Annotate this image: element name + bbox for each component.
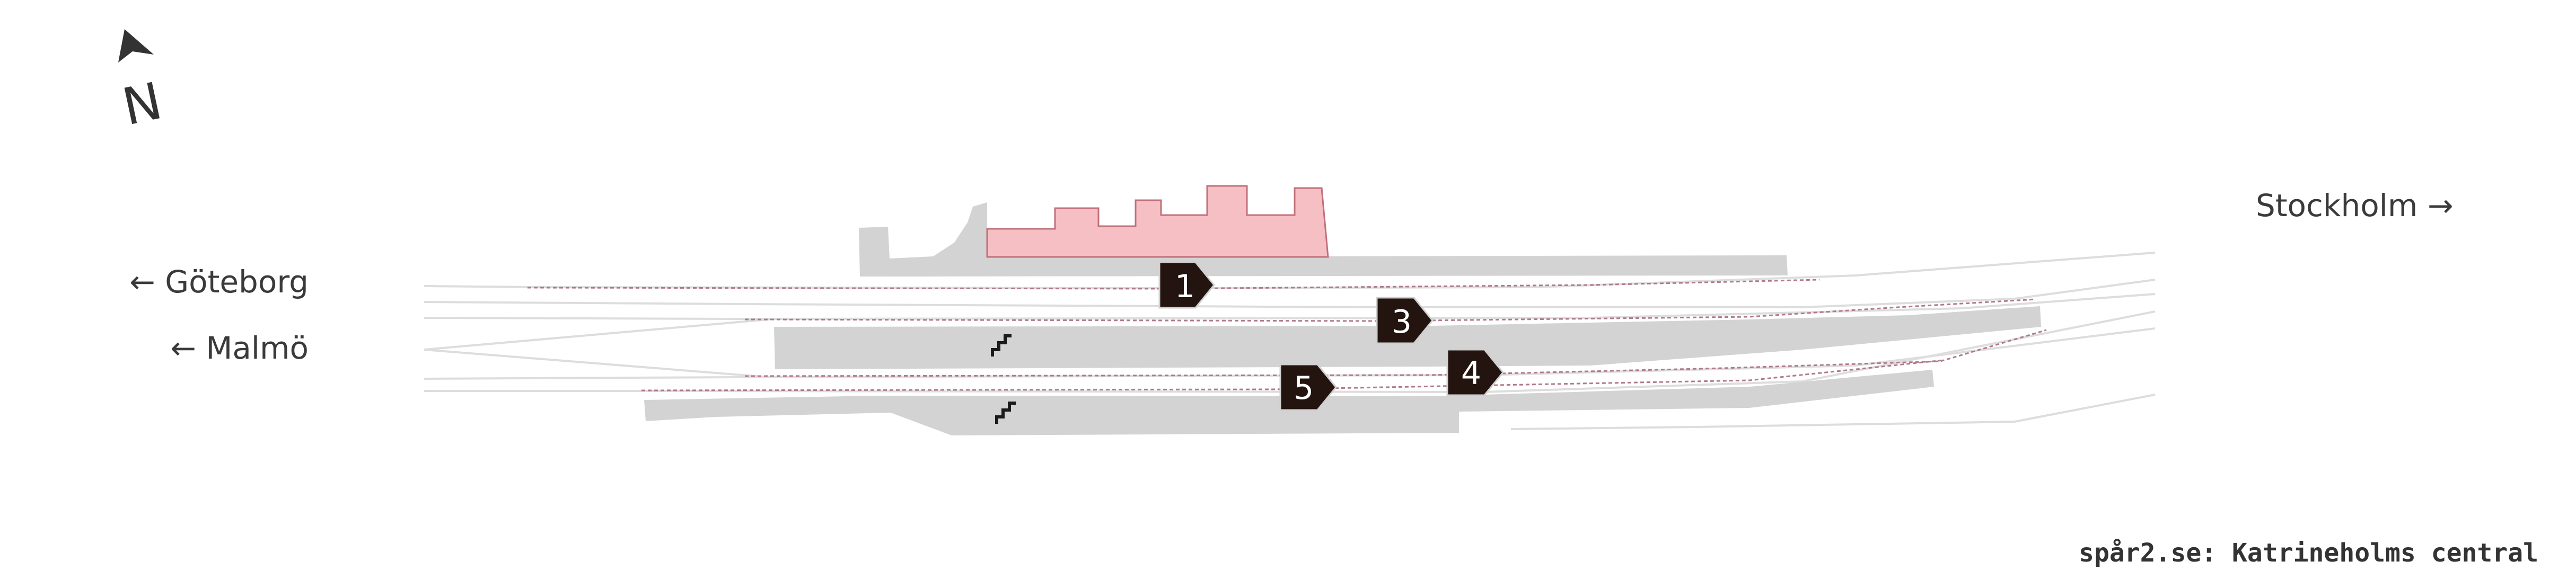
underpass-stairs xyxy=(991,334,1016,424)
north-label: N xyxy=(117,71,167,137)
track-marker-shape xyxy=(1446,349,1504,396)
track-marker-3[interactable]: 3 xyxy=(1376,297,1434,344)
track-marker-label: 5 xyxy=(1294,370,1314,407)
map-credit: spår2.se: Katrineholms central xyxy=(2079,538,2538,568)
track-line xyxy=(424,279,2156,308)
track-marker-label: 3 xyxy=(1392,304,1412,341)
direction-label-malmo: ← Malmö xyxy=(170,330,309,366)
track-marker-1[interactable]: 1 xyxy=(1158,261,1215,309)
track-line xyxy=(424,349,769,378)
track-marker-label: 4 xyxy=(1461,355,1481,392)
track-marker-shape xyxy=(1376,297,1434,344)
stairs-icon xyxy=(995,402,1016,424)
compass: N xyxy=(117,29,167,137)
track-marker-shape xyxy=(1279,363,1337,411)
north-arrow-icon xyxy=(118,29,154,63)
track-marker-5[interactable]: 5 xyxy=(1279,363,1337,411)
direction-label-goteborg: ← Göteborg xyxy=(129,264,309,300)
track-marker-shape xyxy=(1158,261,1215,309)
platform-north xyxy=(859,202,1788,277)
track-line xyxy=(1510,394,2156,430)
track-markers: 1 3 4 5 xyxy=(1158,261,1504,411)
track-3-line xyxy=(744,298,2036,322)
track-marker-label: 1 xyxy=(1175,268,1195,305)
track-marker-4[interactable]: 4 xyxy=(1446,349,1504,396)
track-line xyxy=(424,318,769,351)
track-line xyxy=(424,252,2156,290)
track-1-line xyxy=(527,279,1820,290)
track-5-line xyxy=(641,359,1944,391)
station-building xyxy=(986,185,1329,258)
numbered-track-lines xyxy=(527,279,2047,391)
track-line xyxy=(424,293,2156,320)
stairs-icon xyxy=(991,334,1012,357)
direction-label-stockholm: Stockholm → xyxy=(2256,188,2453,224)
